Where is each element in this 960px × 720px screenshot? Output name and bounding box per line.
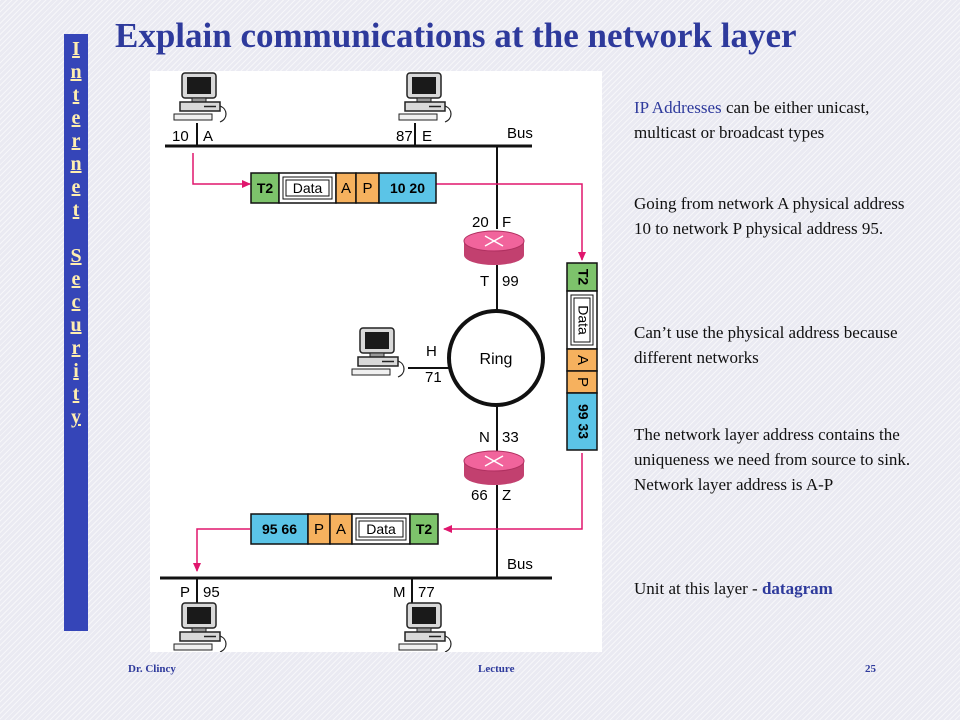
banner-char: r: [71, 337, 81, 359]
note-unit: Unit at this layer - datagram: [634, 576, 924, 601]
computer-m-icon: [398, 602, 452, 652]
station-p-name: P: [180, 584, 190, 601]
note-ip-addresses-lead: IP Addresses: [634, 98, 722, 117]
packet-bottom-trailer: T2: [416, 521, 433, 537]
banner-char: n: [70, 61, 82, 83]
banner-char: r: [71, 130, 81, 152]
banner-char: t: [72, 199, 80, 221]
station-a-address: 10: [172, 128, 189, 145]
packet-top-net-a: A: [341, 180, 351, 197]
banner-char: y: [71, 406, 81, 428]
packet-top-net-b: P: [362, 180, 372, 197]
flow-arrow-3: [443, 453, 583, 533]
banner-char: e: [71, 268, 81, 290]
network-diagram: Bus Bus 10 A 87 E 20 F T 99 Ring H 71 N …: [150, 71, 602, 652]
note-ip-addresses-rest: can be either unicast, multicast or broa…: [634, 98, 870, 142]
station-p-address: 95: [203, 584, 220, 601]
bottom-bus-label: Bus: [507, 556, 533, 573]
packet-bottom-physical: 95 66: [262, 521, 297, 537]
packet-bottom-net-a: P: [314, 521, 324, 538]
station-e-name: E: [422, 128, 432, 145]
banner-char: e: [71, 107, 81, 129]
computer-a-icon: [173, 72, 227, 123]
router-bottom-icon: [463, 450, 525, 485]
packet-bottom: 95 66 P A Data T2: [250, 513, 439, 545]
flow-arrow-4: [193, 528, 250, 572]
packet-vertical-data: Data: [575, 305, 591, 335]
packet-vertical-trailer: T2: [575, 269, 591, 286]
packet-bottom-net-b: A: [336, 521, 346, 538]
note-unit-lead: Unit at this layer -: [634, 579, 762, 598]
banner-char: n: [70, 153, 82, 175]
packet-top-data: Data: [293, 180, 323, 196]
router-z-name: Z: [502, 487, 511, 504]
footer-center: Lecture: [478, 663, 515, 675]
side-banner: [64, 34, 88, 631]
banner-char: I: [72, 38, 80, 60]
packet-top-physical: 10 20: [390, 180, 425, 196]
station-e-address: 87: [396, 128, 413, 145]
router-t-name: T: [480, 273, 489, 290]
footer-author: Dr. Clincy: [128, 663, 176, 675]
banner-char: e: [71, 176, 81, 198]
side-banner-text: I n t e r n e t S e c u r i t y: [64, 38, 88, 429]
computer-p-icon: [173, 602, 227, 652]
packet-vertical-physical: 99 33: [575, 404, 591, 439]
station-h-name: H: [426, 343, 437, 360]
note-network-layer-address: The network layer address contains the u…: [634, 425, 911, 494]
banner-char: S: [70, 245, 82, 267]
packet-vertical: T2 Data A P 99 33: [566, 262, 598, 451]
footer-page-number: 25: [865, 663, 876, 675]
router-z-address: 66: [471, 487, 488, 504]
router-n-name: N: [479, 429, 490, 446]
packet-vertical-net-a: A: [574, 355, 591, 365]
computer-h-icon: [351, 327, 405, 378]
packet-top: T2 Data A P 10 20: [250, 172, 437, 204]
banner-char: t: [72, 84, 80, 106]
station-m-address: 77: [418, 584, 435, 601]
ring-label: Ring: [480, 351, 513, 368]
banner-char: t: [72, 383, 80, 405]
router-t-address: 99: [502, 273, 519, 290]
banner-char: i: [73, 360, 79, 382]
router-f-address: 20: [472, 214, 489, 231]
banner-char: c: [71, 291, 81, 313]
flow-arrow-2: [436, 183, 586, 261]
computer-e-icon: [398, 72, 452, 123]
note-going-from: Going from network A physical address 10…: [634, 194, 905, 238]
packet-top-trailer: T2: [257, 180, 274, 196]
station-m-name: M: [393, 584, 406, 601]
router-n-address: 33: [502, 429, 519, 446]
router-top-icon: [463, 230, 525, 265]
packet-vertical-net-b: P: [574, 377, 591, 387]
note-physical-address: Can’t use the physical address because d…: [634, 323, 898, 367]
station-a-name: A: [203, 128, 213, 145]
note-ip-addresses: IP Addresses can be either unicast, mult…: [634, 95, 924, 145]
banner-char: u: [70, 314, 82, 336]
flow-arrow-1: [192, 153, 251, 188]
top-bus-label: Bus: [507, 125, 533, 142]
station-h-address: 71: [425, 369, 442, 386]
slide-title: Explain communications at the network la…: [115, 16, 797, 55]
router-f-name: F: [502, 214, 511, 231]
packet-bottom-data: Data: [366, 521, 396, 537]
note-unit-term: datagram: [761, 579, 833, 598]
